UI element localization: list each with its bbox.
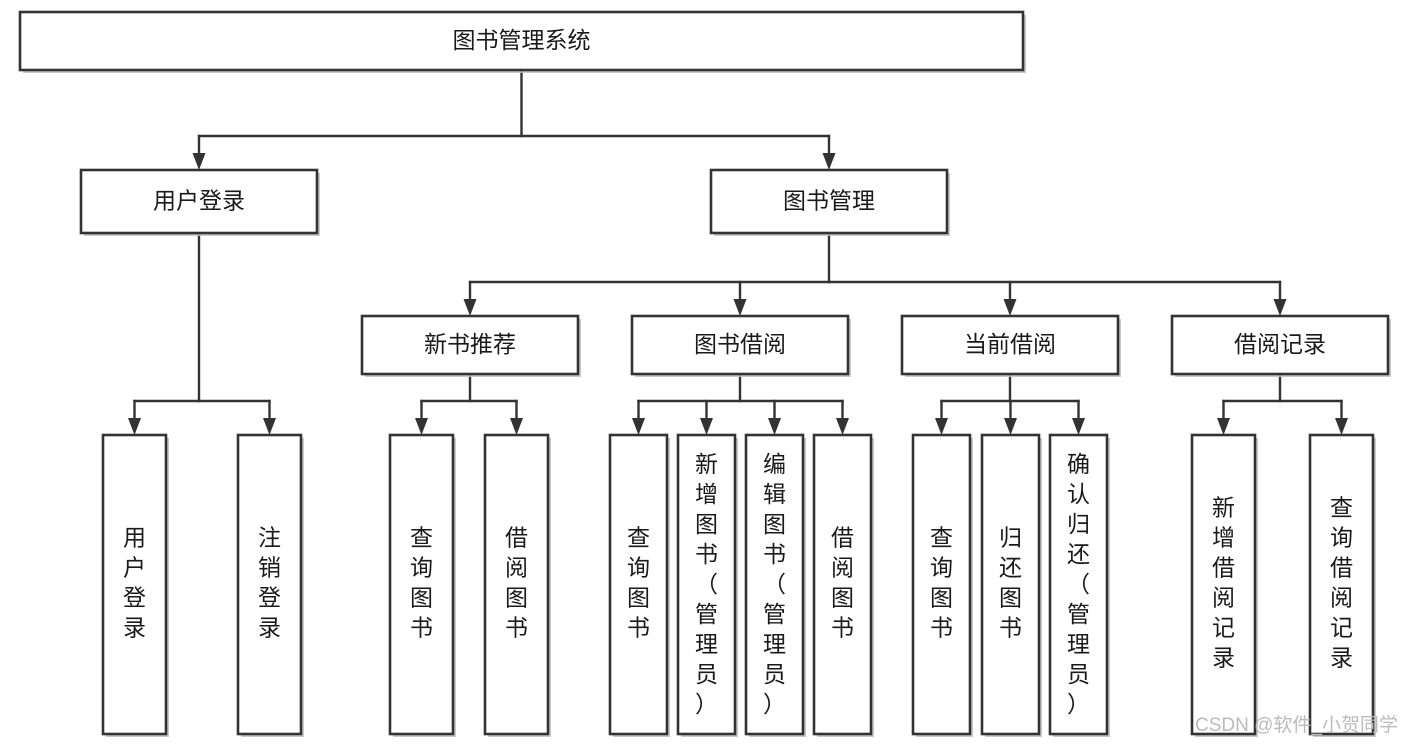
node-l_borrow_book_1[interactable]: 借阅图书	[483, 433, 551, 737]
watermark-label: CSDN @软件_小贺同学	[1195, 714, 1398, 736]
edge-arrowhead	[1273, 299, 1287, 316]
node-n_book_mgmt[interactable]: 图书管理	[709, 168, 950, 236]
node-label: 用户登录	[123, 525, 146, 641]
node-box[interactable]	[744, 433, 805, 736]
node-label: 确认归还（管理员）	[1067, 451, 1090, 717]
node-label: 新增图书（管理员）	[695, 451, 718, 717]
node-label: 借阅图书	[505, 525, 528, 641]
node-l_query_book_3[interactable]: 查询图书	[911, 433, 973, 737]
edge-arrowhead	[128, 418, 141, 435]
node-label: 图书管理系统	[453, 27, 591, 53]
node-label: 新增借阅记录	[1212, 495, 1235, 671]
node-label: 借阅记录	[1234, 331, 1326, 357]
node-box[interactable]	[1170, 314, 1390, 376]
node-label: 查询图书	[627, 525, 650, 641]
node-l_add_record[interactable]: 新增借阅记录	[1190, 433, 1258, 737]
edge-arrowhead	[263, 418, 276, 435]
node-l_return_book[interactable]: 归还图书	[980, 433, 1042, 737]
edge-arrowhead	[632, 418, 645, 435]
edge-arrowhead	[1072, 418, 1085, 435]
edge-arrowhead	[192, 153, 206, 170]
node-l_add_book[interactable]: 新增图书（管理员）	[676, 433, 738, 737]
node-box[interactable]	[812, 433, 873, 736]
node-box[interactable]	[18, 10, 1025, 72]
node-n_records[interactable]: 借阅记录	[1170, 314, 1391, 377]
node-box[interactable]	[1308, 433, 1375, 736]
edge-arrowhead	[1003, 299, 1017, 316]
node-box[interactable]	[1048, 433, 1109, 736]
edge-arrowhead	[415, 418, 428, 435]
node-label: 查询图书	[410, 525, 433, 641]
node-label: 查询图书	[930, 525, 953, 641]
node-label: 借阅图书	[831, 525, 854, 641]
node-box[interactable]	[101, 433, 168, 736]
node-l_logout[interactable]: 注销登录	[236, 433, 304, 737]
node-l_query_book_1[interactable]: 查询图书	[388, 433, 456, 737]
edge-arrowhead	[1217, 418, 1230, 435]
node-label: 图书管理	[783, 188, 875, 214]
edge-arrowhead	[822, 153, 836, 170]
node-box[interactable]	[630, 314, 850, 376]
node-layer: 图书管理系统用户登录图书管理新书推荐图书借阅当前借阅借阅记录用户登录注销登录查询…	[18, 10, 1391, 737]
node-box[interactable]	[709, 168, 949, 235]
edge-arrowhead	[935, 418, 948, 435]
node-box[interactable]	[360, 314, 580, 376]
node-box[interactable]	[676, 433, 737, 736]
node-label: 查询借阅记录	[1330, 495, 1353, 671]
node-box[interactable]	[1190, 433, 1257, 736]
node-root[interactable]: 图书管理系统	[18, 10, 1026, 73]
node-n_current[interactable]: 当前借阅	[900, 314, 1121, 377]
node-n_new_book[interactable]: 新书推荐	[360, 314, 581, 377]
node-l_confirm_return[interactable]: 确认归还（管理员）	[1048, 433, 1110, 737]
edge-arrowhead	[1335, 418, 1348, 435]
node-label: 编辑图书（管理员）	[763, 451, 786, 717]
node-l_edit_book[interactable]: 编辑图书（管理员）	[744, 433, 806, 737]
node-label: 注销登录	[258, 525, 281, 641]
node-box[interactable]	[388, 433, 455, 736]
node-box[interactable]	[980, 433, 1041, 736]
node-label: 归还图书	[999, 525, 1022, 641]
node-box[interactable]	[483, 433, 550, 736]
node-box[interactable]	[608, 433, 669, 736]
node-box[interactable]	[900, 314, 1120, 376]
edge-arrowhead	[1004, 418, 1017, 435]
node-l_user_login[interactable]: 用户登录	[101, 433, 169, 737]
edge-arrowhead	[836, 418, 849, 435]
edge-arrowhead	[733, 299, 747, 316]
node-label: 当前借阅	[964, 331, 1056, 357]
node-box[interactable]	[79, 168, 319, 235]
node-label: 图书借阅	[694, 331, 786, 357]
node-label: 用户登录	[153, 188, 245, 214]
edge-arrowhead	[510, 418, 523, 435]
node-l_query_book_2[interactable]: 查询图书	[608, 433, 670, 737]
node-l_query_record[interactable]: 查询借阅记录	[1308, 433, 1376, 737]
node-n_borrow[interactable]: 图书借阅	[630, 314, 851, 377]
edge-arrowhead	[700, 418, 713, 435]
node-l_borrow_book_2[interactable]: 借阅图书	[812, 433, 874, 737]
node-box[interactable]	[236, 433, 303, 736]
edge-arrowhead	[768, 418, 781, 435]
edge-arrowhead	[463, 299, 477, 316]
node-box[interactable]	[911, 433, 972, 736]
edge-layer	[128, 68, 1348, 435]
node-n_user_login[interactable]: 用户登录	[79, 168, 320, 236]
node-label: 新书推荐	[424, 331, 516, 357]
